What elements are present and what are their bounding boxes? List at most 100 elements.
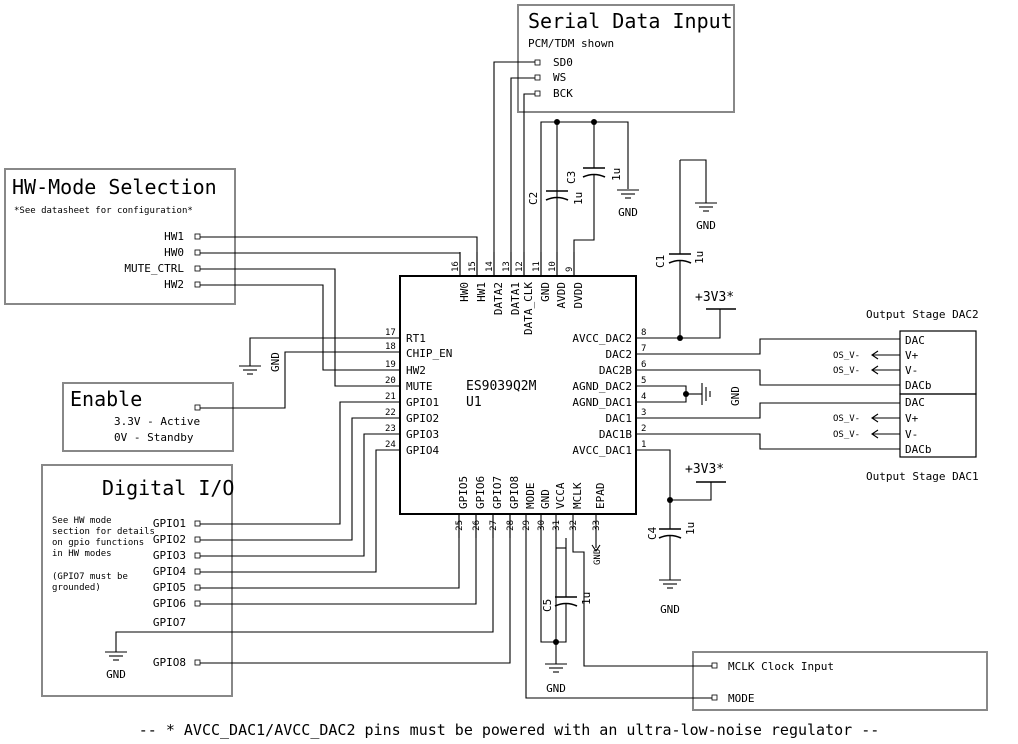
dio-note-2: section for details [52, 527, 155, 537]
chip-name: ES9039Q2M [466, 379, 537, 394]
pin-27-num: 27 [489, 520, 499, 531]
port-gpio4: GPIO4 [153, 565, 186, 578]
pin-25-num: 25 [455, 520, 465, 531]
digital-io-box: Digital I/O See HW mode section for deta… [41, 464, 234, 697]
pin-data1: DATA1 [509, 282, 522, 315]
enable-box: Enable 3.3V - Active 0V - Standby [62, 382, 234, 452]
pin-chip-en: CHIP_EN [406, 347, 452, 360]
serial-pin-bck: BCK [553, 87, 573, 100]
pin-23-num: 23 [385, 424, 396, 434]
c1-val: 1u [693, 251, 706, 264]
dio-note-1: See HW mode [52, 516, 112, 526]
pin-data-clk: DATA_CLK [522, 282, 535, 335]
c1-gnd-label: GND [696, 219, 716, 232]
pin-rt1: RT1 [406, 332, 426, 345]
c1-ref: C1 [654, 255, 667, 268]
c2-ref: C2 [527, 192, 540, 205]
enable-title: Enable [70, 387, 142, 411]
pin-1-num: 1 [641, 440, 646, 450]
pin-2-num: 2 [641, 424, 646, 434]
pin-19-num: 19 [385, 360, 396, 370]
chip-bottom-pins: 25 26 27 28 29 30 31 32 33 GPIO5 GPIO6 G… [455, 476, 607, 538]
c4-val: 1u [684, 522, 697, 535]
pin-7-num: 7 [641, 344, 646, 354]
pin-dac2: DAC2 [606, 348, 633, 361]
pin-dac1: DAC1 [606, 412, 633, 425]
pin-16-num: 16 [451, 261, 461, 272]
footer-note: -- * AVCC_DAC1/AVCC_DAC2 pins must be po… [139, 721, 880, 739]
pin-22-num: 22 [385, 408, 396, 418]
pin-gnd-bottom: GND [539, 489, 552, 509]
mode-port-label: MODE [728, 692, 755, 705]
pin-10-num: 10 [548, 261, 558, 272]
clock-mode-box: MCLK Clock Input MODE [692, 651, 988, 711]
pin-6-num: 6 [641, 360, 646, 370]
hw-mode-subtitle: *See datasheet for configuration* [14, 206, 193, 216]
dac2-stage-vplus: V+ [905, 349, 919, 362]
pin-vcca: VCCA [554, 482, 567, 509]
pin-13-num: 13 [502, 261, 512, 272]
serial-pin-sd0: SD0 [553, 56, 573, 69]
pin-28-num: 28 [506, 520, 516, 531]
pin-agnd-dac2: AGND_DAC2 [572, 380, 632, 393]
dac1-stage-dacb: DACb [905, 443, 932, 456]
port-gpio5: GPIO5 [153, 581, 186, 594]
dio-note-4: in HW modes [52, 549, 112, 559]
pin-avcc-dac1: AVCC_DAC1 [572, 444, 632, 457]
port-gpio6: GPIO6 [153, 597, 186, 610]
port-gpio1: GPIO1 [153, 517, 186, 530]
c5-gnd-label: GND [546, 682, 566, 695]
chip-top-pins: 16 15 14 13 12 11 10 9 HW0 HW1 DATA2 DAT… [451, 252, 585, 335]
port-mute-ctrl: MUTE_CTRL [124, 262, 184, 275]
dac1-stage-vminus: V- [905, 428, 918, 441]
c5-ref: C5 [541, 599, 554, 612]
pin-gpio1: GPIO1 [406, 396, 439, 409]
output-dac2-title: Output Stage DAC2 [866, 308, 979, 321]
enable-standby: 0V - Standby [114, 431, 194, 444]
gpio7-gnd-label: GND [106, 668, 126, 681]
pin-26-num: 26 [472, 520, 482, 531]
c3-ref: C3 [565, 171, 578, 184]
port-gpio8: GPIO8 [153, 656, 186, 669]
pin-15-num: 15 [468, 261, 478, 272]
pin-mute: MUTE [406, 380, 433, 393]
pin-gpio7: GPIO7 [491, 476, 504, 509]
dac2-stage-dacb: DACb [905, 379, 932, 392]
pin-epad: EPAD [594, 483, 607, 510]
pin-21-num: 21 [385, 392, 396, 402]
hw-mode-box: HW-Mode Selection *See datasheet for con… [4, 168, 236, 305]
pin-gpio3: GPIO3 [406, 428, 439, 441]
digital-io-title: Digital I/O [102, 476, 234, 500]
dac1-stage-dac: DAC [905, 396, 925, 409]
chip-left-pins: 17 18 19 20 21 22 23 24 RT1 CHIP_EN HW2 … [376, 328, 452, 457]
chip-right-pins: 8 7 6 5 4 3 2 1 AVCC_DAC2 DAC2 DAC2B AGN… [572, 328, 660, 457]
pin-4-num: 4 [641, 392, 646, 402]
dac2-osv-minus: OS_V- [833, 366, 860, 376]
port-gpio2: GPIO2 [153, 533, 186, 546]
serial-pin-ws: WS [553, 71, 566, 84]
dio-note-3: on gpio functions [52, 538, 144, 548]
serial-subtitle: PCM/TDM shown [528, 37, 614, 50]
pin-mode: MODE [524, 483, 537, 510]
pin-mclk: MCLK [571, 482, 584, 509]
epad-gnd-label: GND [593, 549, 603, 565]
dac2-stage-dac: DAC [905, 334, 925, 347]
pin-14-num: 14 [485, 261, 495, 272]
c2-val: 1u [572, 192, 585, 205]
pin-29-num: 29 [522, 520, 532, 531]
pin-dac1b: DAC1B [599, 428, 632, 441]
c4-ref: C4 [646, 526, 659, 540]
c3-val: 1u [610, 168, 623, 181]
chip-ref: U1 [466, 395, 482, 410]
pin-gpio5: GPIO5 [457, 476, 470, 509]
pin-hw1: HW1 [475, 282, 488, 302]
port-hw2: HW2 [164, 278, 184, 291]
hw-mode-title: HW-Mode Selection [12, 175, 217, 199]
pin-data2: DATA2 [492, 282, 505, 315]
c3-gnd-label: GND [618, 206, 638, 219]
pin-hw2: HW2 [406, 364, 426, 377]
pin-24-num: 24 [385, 440, 396, 450]
serial-title: Serial Data Input [528, 9, 733, 33]
pin-gnd-top: GND [539, 282, 552, 302]
